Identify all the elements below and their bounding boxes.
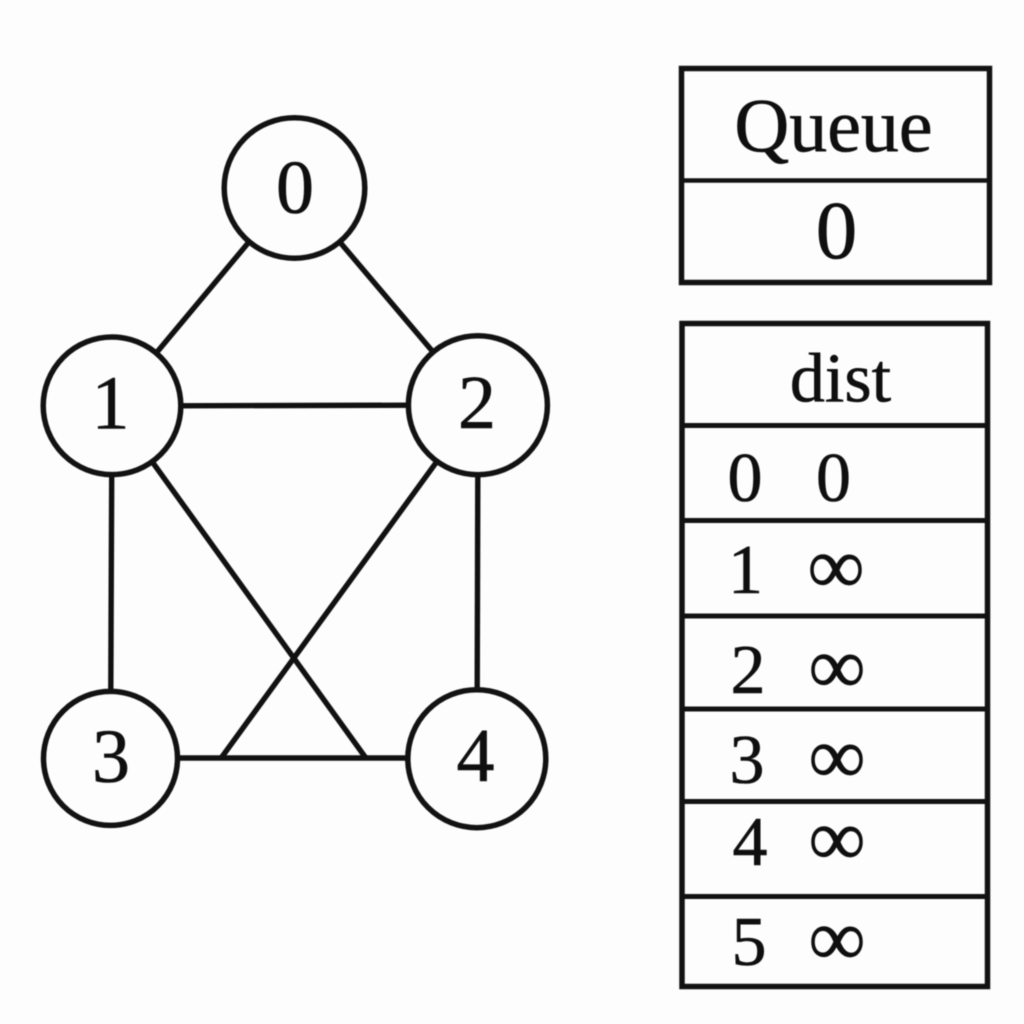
svg-text:∞: ∞	[808, 623, 865, 711]
svg-text:0: 0	[728, 440, 763, 517]
svg-text:4: 4	[733, 804, 768, 881]
svg-text:4: 4	[457, 714, 495, 798]
svg-text:1: 1	[728, 532, 763, 609]
svg-text:3: 3	[92, 715, 130, 799]
svg-text:5: 5	[732, 904, 767, 981]
svg-text:0: 0	[816, 184, 858, 276]
svg-text:1: 1	[92, 362, 130, 446]
svg-text:∞: ∞	[807, 523, 864, 611]
svg-text:0: 0	[276, 146, 314, 230]
svg-text:∞: ∞	[808, 713, 865, 801]
svg-text:0: 0	[816, 440, 851, 517]
svg-text:3: 3	[730, 722, 765, 799]
svg-text:dist: dist	[790, 341, 892, 418]
svg-text:∞: ∞	[808, 895, 865, 983]
svg-text:2: 2	[731, 632, 766, 709]
svg-text:2: 2	[458, 361, 496, 445]
svg-text:Queue: Queue	[734, 85, 932, 169]
svg-text:∞: ∞	[808, 795, 865, 883]
